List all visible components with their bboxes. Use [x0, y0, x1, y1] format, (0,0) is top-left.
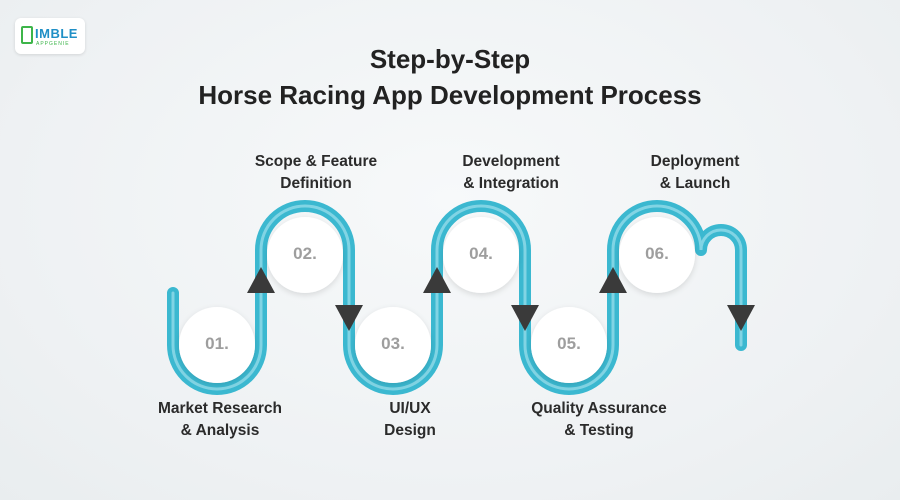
- page-title-line2: Horse Racing App Development Process: [198, 80, 702, 110]
- arrow-up-icon: [423, 267, 451, 293]
- arrow-down-icon: [727, 305, 755, 331]
- step-label-05: Quality Assurance& Testing: [531, 400, 667, 439]
- arrow-down-icon: [335, 305, 363, 331]
- step-number-03: 03.: [381, 334, 405, 353]
- logo-wordmark: IMBLE: [35, 26, 78, 41]
- logo-mark-icon: [21, 26, 33, 44]
- process-track-highlight: [171, 204, 743, 391]
- step-number-02: 02.: [293, 244, 317, 263]
- arrow-up-icon: [599, 267, 627, 293]
- step-circle-06: [619, 217, 695, 293]
- step-number-04: 04.: [469, 244, 493, 263]
- logo: IMBLE APPGENIE: [15, 18, 85, 54]
- step-circle-02: [267, 217, 343, 293]
- step-number-01: 01.: [205, 334, 229, 353]
- step-circle-05: [531, 307, 607, 383]
- arrow-down-icon: [511, 305, 539, 331]
- step-number-05: 05.: [557, 334, 581, 353]
- step-number-06: 06.: [645, 244, 669, 263]
- step-circle-01: [179, 307, 255, 383]
- page-title-line1: Step-by-Step: [369, 44, 531, 74]
- logo-tagline: APPGENIE: [36, 41, 70, 47]
- step-circle-03: [355, 307, 431, 383]
- step-label-01: Market Research& Analysis: [157, 400, 283, 439]
- step-label-06: Deployment& Launch: [650, 153, 740, 192]
- arrow-up-icon: [247, 267, 275, 293]
- step-label-04: Development& Integration: [462, 153, 560, 192]
- step-circle-04: [443, 217, 519, 293]
